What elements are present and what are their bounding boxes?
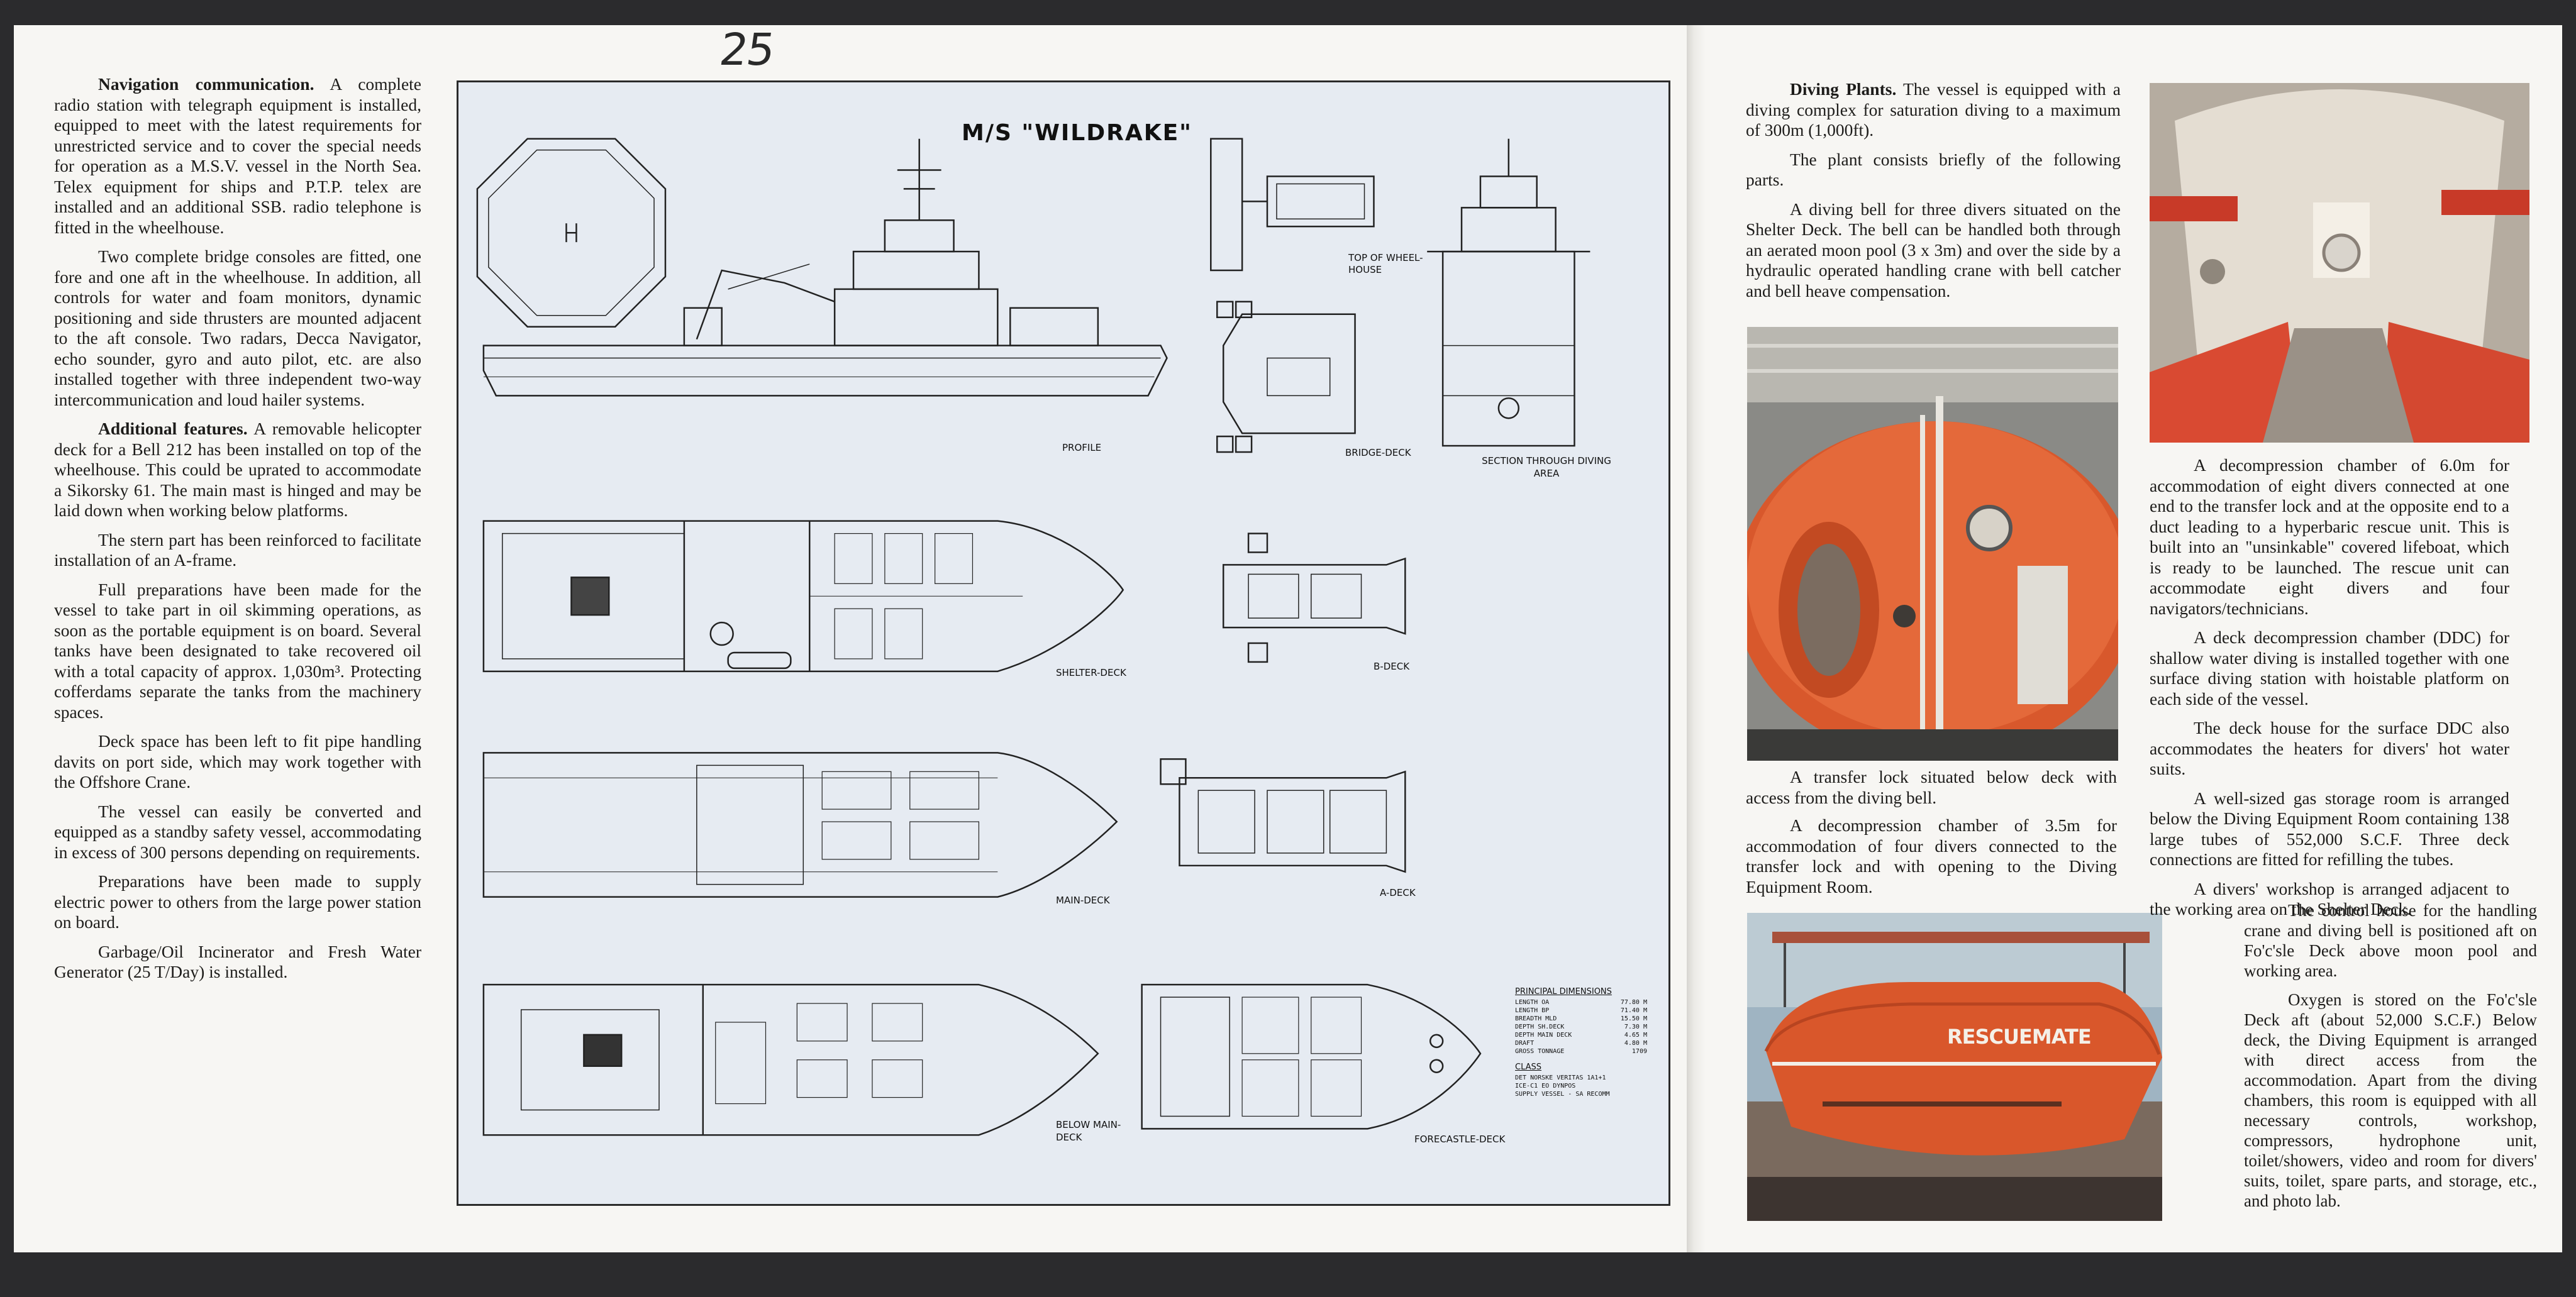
- paragraph-bridge-consoles: Two complete bridge consoles are fitted,…: [54, 246, 421, 409]
- paragraph-divers-workshop: A divers' workshop is arranged adjacent …: [2150, 878, 2509, 919]
- helideck-octagon: [476, 138, 667, 328]
- label-shelter-deck: SHELTER-DECK: [1056, 667, 1126, 678]
- label-b-deck: B-DECK: [1374, 661, 1410, 672]
- below-main-deck-plan: [482, 983, 1099, 1136]
- main-deck-plan: [482, 752, 1118, 898]
- label-a-deck: A-DECK: [1380, 887, 1416, 898]
- section-view: [1427, 138, 1591, 447]
- transfer-lock-photo: [1747, 327, 2118, 761]
- rescuemate-label: RESCUEMATE: [1947, 1025, 2092, 1049]
- paragraph-oil-skimming: Full preparations have been made for the…: [54, 579, 421, 722]
- paragraph-control-house: The control house for the handling crane…: [2244, 901, 2537, 980]
- paragraph-oxygen: Oxygen is stored on the Fo'c'sle Deck af…: [2244, 990, 2537, 1210]
- bridge-deck-view: [1216, 301, 1356, 453]
- profile-view: [482, 138, 1168, 397]
- paragraph-deck-space: Deck space has been left to fit pipe han…: [54, 731, 421, 792]
- paragraph-ddc: A deck decompression chamber (DDC) for s…: [2150, 627, 2509, 709]
- class-line: SUPPLY VESSEL - SA RECOMM: [1515, 1091, 1610, 1098]
- left-text-column: Navigation communication. A complete rad…: [54, 74, 421, 991]
- class-line: ICE-C1 EO DYNPOS: [1515, 1083, 1576, 1090]
- caption-decompression-35: A decompression chamber of 3.5m for acco…: [1746, 815, 2117, 897]
- chamber-interior-photo: [2150, 83, 2529, 443]
- label-below-main-deck: BELOW MAIN-DECK: [1056, 1119, 1121, 1143]
- rescuemate-lifeboat-photo: RESCUEMATE: [1747, 913, 2162, 1221]
- paragraph-diving-bell: A diving bell for three divers situated …: [1746, 199, 2121, 301]
- page-fold: [1687, 25, 1706, 1252]
- handwritten-page-number: 25: [716, 24, 777, 75]
- b-deck-plan: [1222, 533, 1406, 663]
- forecastle-deck-plan: [1141, 983, 1482, 1130]
- blueprint-drawing: [476, 138, 1591, 1136]
- label-top-wheelhouse: TOP OF WHEEL-HOUSE: [1348, 252, 1423, 275]
- control-house-column: The control house for the handling crane…: [2244, 900, 2537, 1220]
- label-bridge-deck: BRIDGE-DECK: [1345, 447, 1411, 458]
- decompression-column: A decompression chamber of 6.0m for acco…: [2150, 455, 2509, 929]
- transfer-lock-caption: A transfer lock situated below deck with…: [1746, 767, 2117, 905]
- paragraph-power: Preparations have been made to supply el…: [54, 871, 421, 932]
- paragraph-plant-parts: The plant consists briefly of the follow…: [1746, 149, 2121, 190]
- class-line: DET NORSKE VERITAS 1A1+1: [1515, 1074, 1606, 1081]
- label-main-deck: MAIN-DECK: [1056, 895, 1110, 906]
- blueprint-title: M/S "WILDRAKE": [962, 120, 1192, 146]
- ship-blueprint: M/S "WILDRAKE" PROFILE TOP OF WHEEL-HOUS…: [457, 80, 1670, 1206]
- top-wheelhouse-view: [1210, 138, 1375, 272]
- label-section: SECTION THROUGH DIVING AREA: [1482, 455, 1611, 479]
- paragraph-incinerator: Garbage/Oil Incinerator and Fresh Water …: [54, 941, 421, 982]
- shelter-deck-plan: [482, 520, 1124, 673]
- caption-transfer-lock: A transfer lock situated below deck with…: [1746, 767, 2117, 807]
- paragraph-decompression-60: A decompression chamber of 6.0m for acco…: [2150, 455, 2509, 618]
- paragraph-deck-house: The deck house for the surface DDC also …: [2150, 718, 2509, 778]
- paragraph-additional-features: Additional features. A removable helicop…: [54, 419, 421, 520]
- label-forecastle-deck: FORECASTLE-DECK: [1414, 1134, 1506, 1145]
- a-deck-plan: [1160, 758, 1406, 873]
- paragraph-diving-plants: Diving Plants. The vessel is equipped wi…: [1746, 79, 2121, 140]
- paragraph-gas-storage: A well-sized gas storage room is arrange…: [2150, 788, 2509, 869]
- paragraph-navigation: Navigation communication. A complete rad…: [54, 74, 421, 237]
- label-profile: PROFILE: [1062, 442, 1102, 453]
- diving-plants-column: Diving Plants. The vessel is equipped wi…: [1746, 79, 2121, 310]
- dimensions-title: PRINCIPAL DIMENSIONS: [1515, 987, 1612, 996]
- paragraph-standby: The vessel can easily be converted and e…: [54, 801, 421, 862]
- paragraph-stern: The stern part has been reinforced to fa…: [54, 529, 421, 570]
- class-title: CLASS: [1515, 1062, 1542, 1072]
